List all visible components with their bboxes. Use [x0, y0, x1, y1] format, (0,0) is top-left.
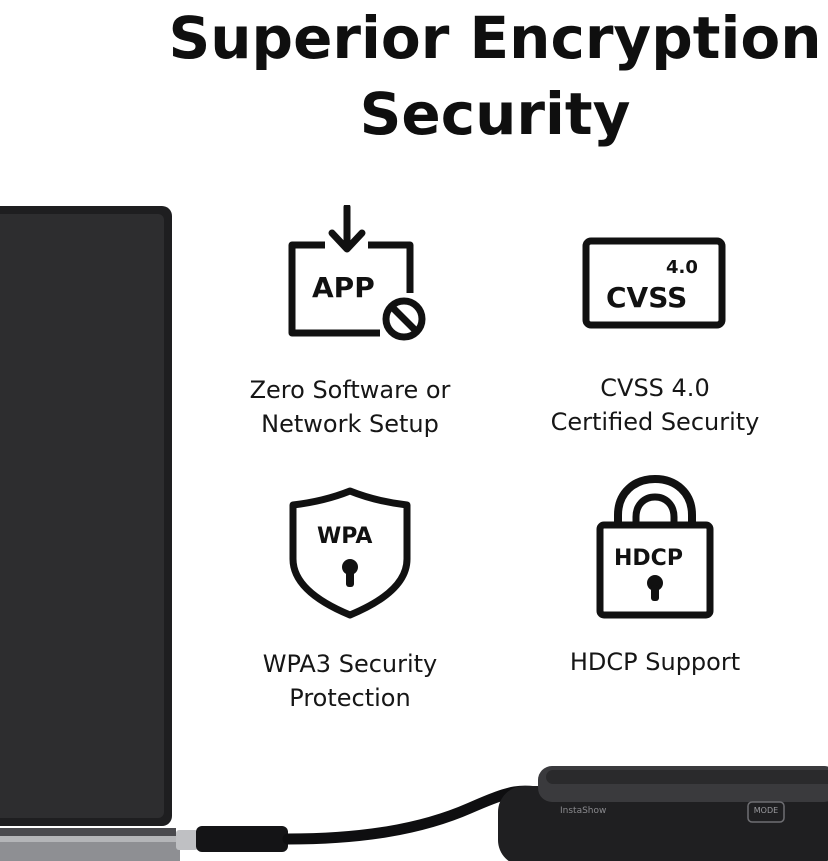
feature-caption: WPA3 Security Protection — [262, 650, 438, 712]
feature-cvss: 4.0 CVSS CVSS 4.0 Certified Security — [515, 235, 795, 439]
cvss-badge-icon: 4.0 CVSS — [582, 237, 726, 329]
instashow-device-image — [498, 766, 828, 861]
app-icon-text: APP — [312, 271, 375, 304]
cvss-version-text: 4.0 — [666, 257, 698, 278]
mode-button: MODE — [753, 806, 779, 815]
device-brand-label: InstaShow — [560, 806, 607, 816]
feature-caption: CVSS 4.0 Certified Security — [550, 374, 760, 436]
app-download-blocked-icon: APP — [288, 205, 426, 341]
wpa-icon-text: WPA — [317, 524, 372, 549]
feature-hdcp: HDCP HDCP Support — [515, 475, 795, 679]
hdcp-icon-text: HDCP — [614, 546, 683, 571]
feature-zero-setup: APP Zero Software or Network Setup — [210, 205, 490, 441]
title-line-1: Superior Encryption — [168, 4, 822, 72]
feature-caption: Zero Software or Network Setup — [249, 376, 451, 438]
wpa-shield-icon: WPA — [289, 487, 411, 619]
feature-wpa3: WPA WPA3 Security Protection — [210, 485, 490, 715]
title-line-2: Security — [359, 80, 631, 148]
feature-caption: HDCP Support — [569, 648, 741, 676]
laptop-image — [0, 206, 180, 861]
page-title: Superior Encryption Security — [150, 0, 828, 152]
hdcp-padlock-icon: HDCP — [596, 475, 714, 619]
cvss-icon-text: CVSS — [606, 281, 687, 314]
